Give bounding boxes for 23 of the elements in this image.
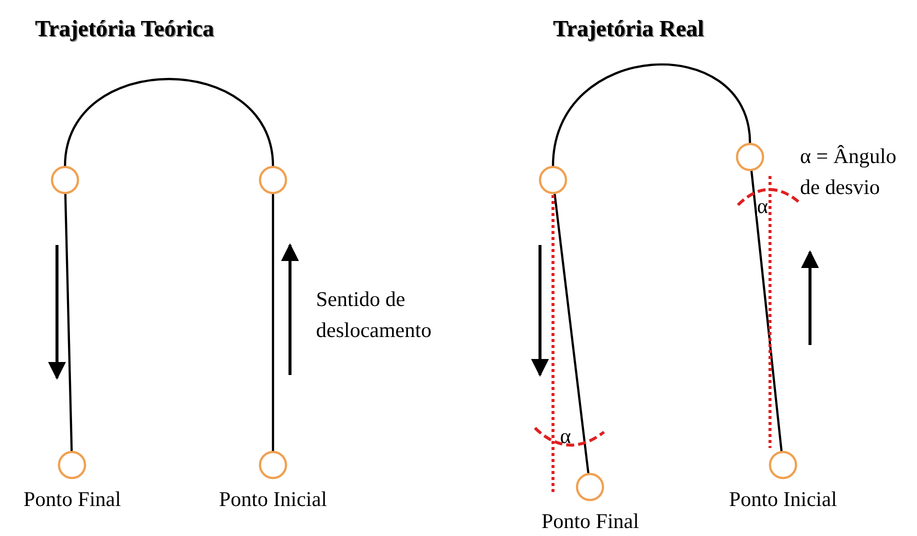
point-circle xyxy=(51,166,79,194)
angle-label: α xyxy=(560,423,572,449)
point-circle xyxy=(259,166,287,194)
annotation-text: α = Ângulo de desvio xyxy=(800,143,898,201)
trajectory-line xyxy=(750,170,783,452)
point-circle xyxy=(539,166,567,194)
point-circle xyxy=(576,473,604,501)
trajectory-line xyxy=(554,194,590,474)
point-label: Ponto Inicial xyxy=(219,486,327,512)
trajectory-line xyxy=(272,194,274,451)
point-circle xyxy=(58,451,86,479)
point-label: Ponto Inicial xyxy=(729,486,837,512)
diagram-heading: Trajetória Real xyxy=(553,16,704,42)
diagram-heading: Trajetória Teórica xyxy=(35,16,214,42)
point-label: Ponto Final xyxy=(542,508,639,534)
trajectory-line xyxy=(64,194,73,452)
trajectory-line xyxy=(552,64,752,166)
point-label: Ponto Final xyxy=(24,486,121,512)
point-circle xyxy=(259,451,287,479)
point-circle xyxy=(736,143,764,171)
point-circle xyxy=(769,451,797,479)
trajectory-line xyxy=(64,78,274,166)
annotation-text: Sentido de deslocamento xyxy=(316,286,432,344)
